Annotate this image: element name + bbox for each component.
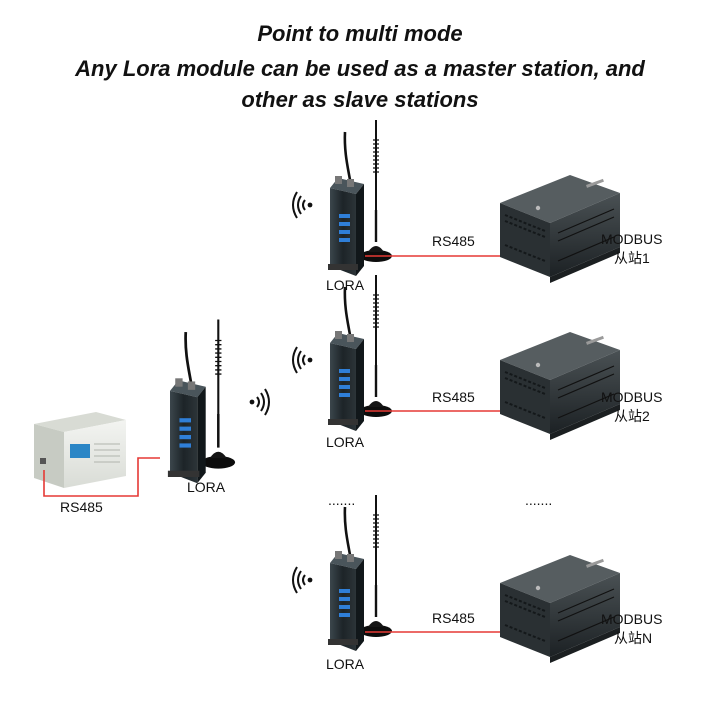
station-name-slave-2: 从站2 — [614, 408, 650, 424]
modbus-label-slave-1: MODBUS — [601, 231, 662, 247]
diagram-title-line-1: Point to multi mode — [257, 21, 463, 46]
lora-module-icon-slave-n — [326, 493, 394, 653]
wifi-signal-icon-slave-2 — [292, 346, 314, 374]
rs485-label-slave-2: RS485 — [432, 389, 475, 405]
station-name-slave-1: 从站1 — [614, 250, 650, 266]
plc-controller-icon — [34, 412, 126, 488]
rs485-wire-master — [43, 457, 160, 497]
diagram-title-line-3: other as slave stations — [241, 87, 479, 112]
modbus-label-slave-n: MODBUS — [601, 611, 662, 627]
rs485-label-slave-n: RS485 — [432, 610, 475, 626]
lora-label-master: LORA — [187, 479, 226, 495]
lora-module-icon-master — [166, 318, 237, 485]
lora-label-slave-n: LORA — [326, 656, 365, 672]
lora-module-icon-slave-1 — [326, 118, 394, 278]
modbus-slave-icon-1 — [499, 174, 621, 284]
modbus-slave-icon-n — [499, 554, 621, 664]
wifi-signal-icon-master — [248, 388, 270, 416]
wifi-signal-icon-slave-n — [292, 566, 314, 594]
rs485-label-master: RS485 — [60, 499, 103, 515]
ellipsis-left: ....... — [328, 492, 355, 508]
modbus-slave-icon-2 — [499, 331, 621, 441]
station-name-slave-n: 从站N — [614, 630, 652, 646]
lora-label-slave-1: LORA — [326, 277, 365, 293]
modbus-label-slave-2: MODBUS — [601, 389, 662, 405]
lora-label-slave-2: LORA — [326, 434, 365, 450]
rs485-label-slave-1: RS485 — [432, 233, 475, 249]
diagram-title-line-2: Any Lora module can be used as a master … — [75, 56, 645, 81]
wifi-signal-icon-slave-1 — [292, 191, 314, 219]
lora-module-icon-slave-2 — [326, 273, 394, 433]
ellipsis-right: ....... — [525, 492, 552, 508]
